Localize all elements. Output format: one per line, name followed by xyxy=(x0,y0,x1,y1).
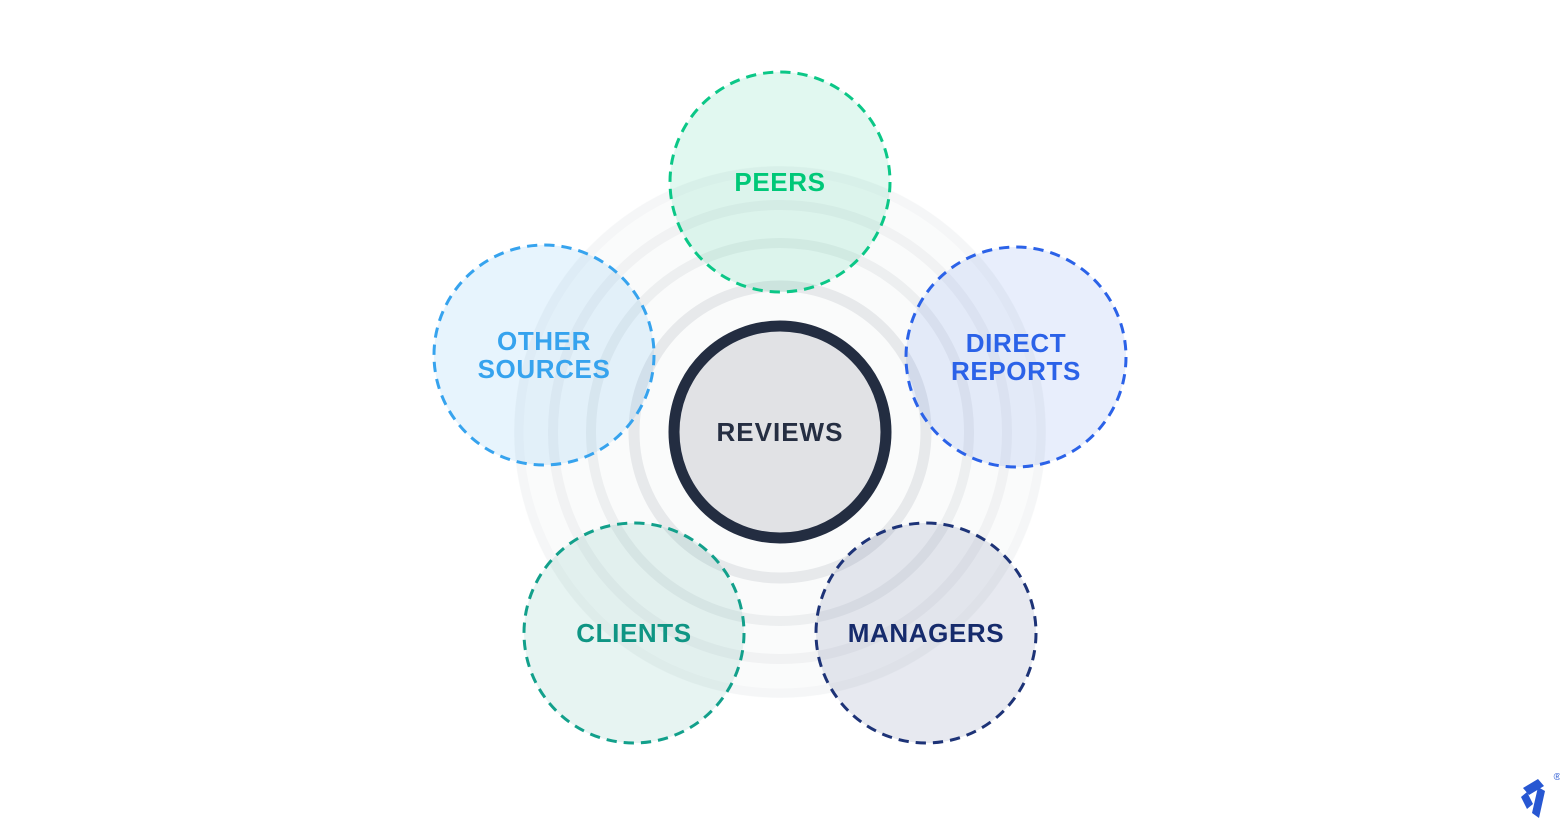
node-peers: PEERS xyxy=(667,69,893,295)
node-other-sources-label: OTHER SOURCES xyxy=(431,242,657,468)
node-other-sources: OTHER SOURCES xyxy=(431,242,657,468)
ripple-ring xyxy=(586,238,974,626)
node-managers-label: MANAGERS xyxy=(813,520,1039,746)
node-label-line: REPORTS xyxy=(951,356,1081,386)
node-direct-reports-label: DIRECT REPORTS xyxy=(903,244,1129,470)
registered-trademark-symbol: ® xyxy=(1553,772,1560,783)
node-clients-circle xyxy=(522,521,746,745)
node-reviews-circle xyxy=(668,320,892,544)
node-direct-reports: DIRECT REPORTS xyxy=(903,244,1129,470)
toptal-logo: ® xyxy=(1517,772,1560,820)
node-label-line: OTHER xyxy=(497,326,591,356)
node-peers-label: PEERS xyxy=(667,69,893,295)
ripple-ring xyxy=(548,200,1012,664)
toptal-logo-icon xyxy=(1521,779,1545,818)
node-other-sources-circle xyxy=(432,243,656,467)
node-managers: MANAGERS xyxy=(813,520,1039,746)
node-label-line: DIRECT xyxy=(965,328,1067,358)
node-label-line: CLIENTS xyxy=(576,618,692,648)
node-reviews-label: REVIEWS xyxy=(716,416,844,447)
ripple-ring xyxy=(628,280,932,584)
node-direct-reports-circle xyxy=(904,245,1128,469)
node-label-line: SOURCES xyxy=(477,354,611,384)
node-peers-circle xyxy=(668,70,892,294)
node-label-line: MANAGERS xyxy=(847,618,1005,648)
node-label-line: PEERS xyxy=(734,167,826,197)
node-clients: CLIENTS xyxy=(521,520,747,746)
node-reviews-center: REVIEWS xyxy=(664,316,896,548)
node-managers-circle xyxy=(814,521,1038,745)
node-clients-label: CLIENTS xyxy=(521,520,747,746)
